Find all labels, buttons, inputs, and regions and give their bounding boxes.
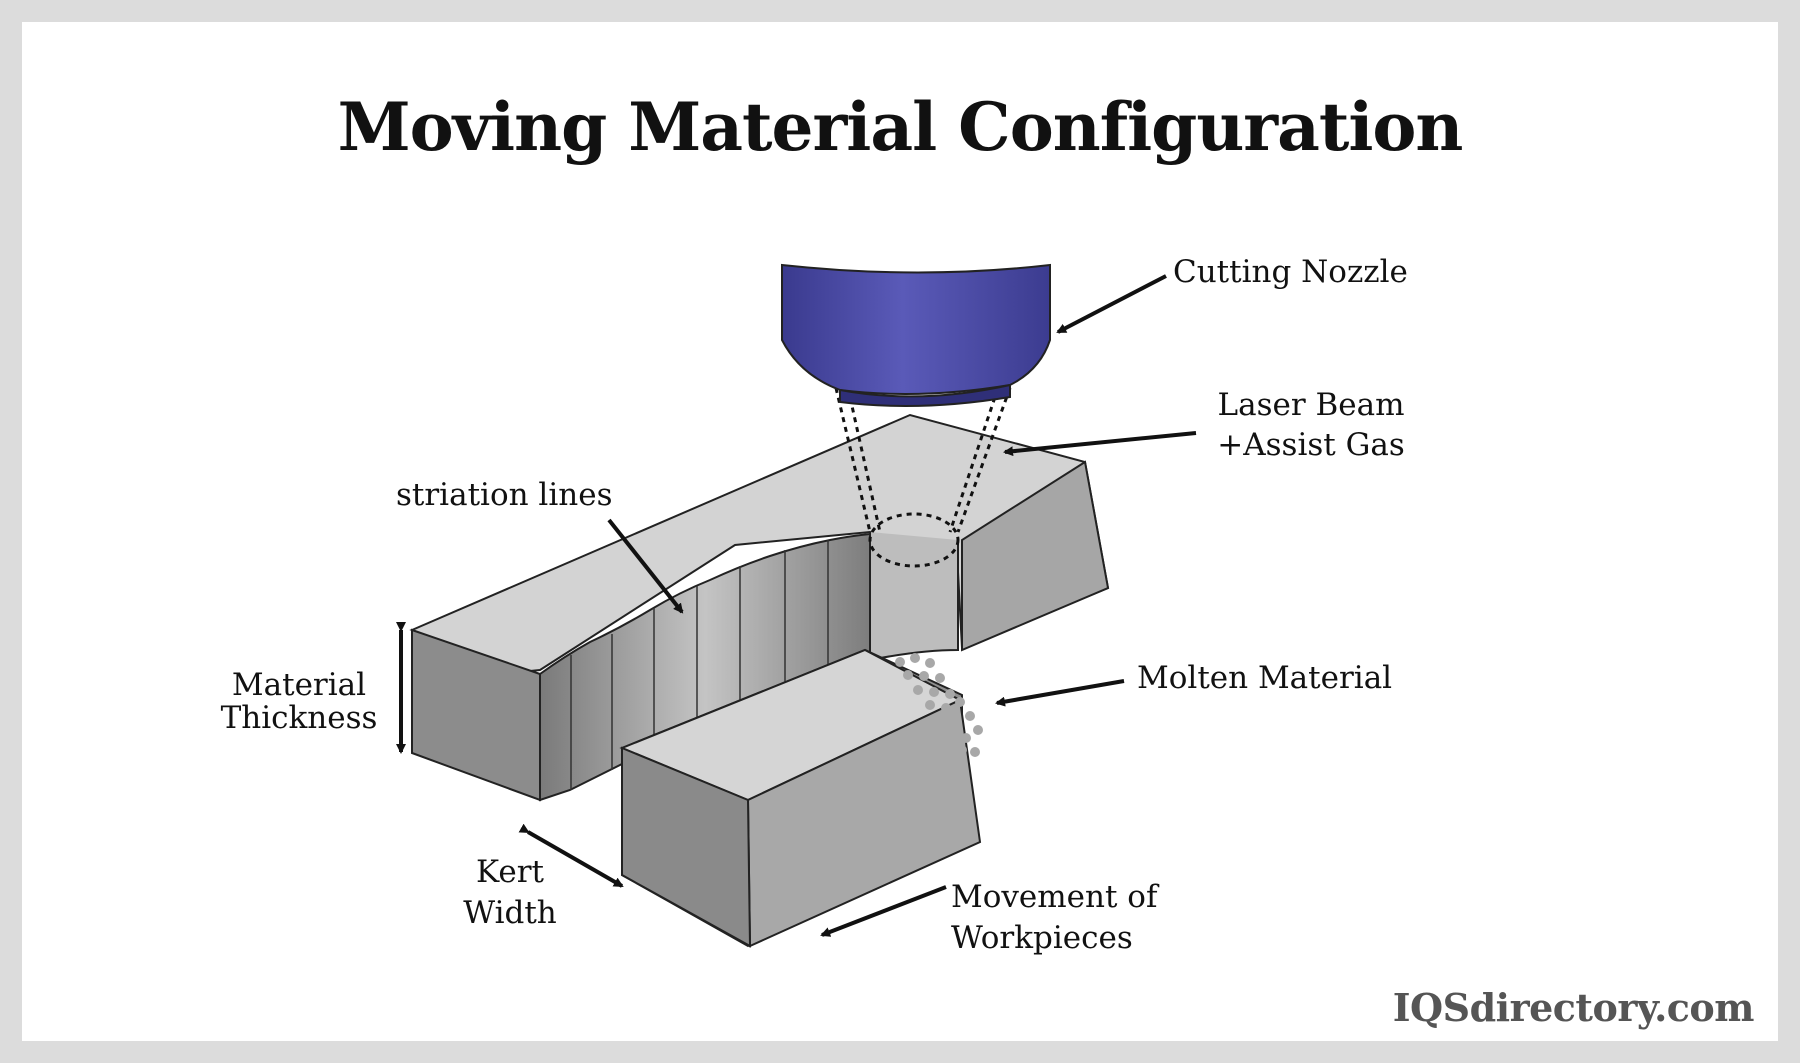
label-cutting-nozzle: Cutting Nozzle xyxy=(1173,254,1408,290)
diagram-title: Moving Material Configuration xyxy=(337,88,1464,166)
arrow-striation-lines xyxy=(607,518,684,614)
striation-lines xyxy=(570,540,829,790)
arrow-cutting-nozzle xyxy=(1056,274,1167,334)
laser-beam-lines xyxy=(834,387,1012,533)
arrow-movement xyxy=(820,885,947,937)
label-movement-line2: Workpieces xyxy=(951,920,1133,956)
label-movement-line1: Movement of xyxy=(951,879,1158,915)
label-kerf-width-line1: Kert xyxy=(476,854,544,890)
arrow-molten-material xyxy=(995,679,1125,707)
label-material-thickness-line1: Material xyxy=(231,667,367,703)
arrow-laser-beam xyxy=(1003,431,1197,457)
brand-logo-text: IQSdirectory.com xyxy=(1392,985,1755,1030)
label-molten-material: Molten Material xyxy=(1137,660,1393,696)
label-laser-beam-line1: Laser Beam xyxy=(1217,387,1405,423)
upper-workpiece xyxy=(409,413,1110,802)
label-laser-beam-line2: +Assist Gas xyxy=(1217,427,1405,463)
molten-material-particles xyxy=(895,653,983,757)
label-kerf-width-line2: Width xyxy=(463,895,557,931)
lower-workpiece xyxy=(619,648,982,948)
annotation-arrows xyxy=(396,274,1197,937)
label-striation-lines: striation lines xyxy=(396,477,613,513)
label-material-thickness-line2: Thickness xyxy=(220,700,378,736)
arrow-kerf-width xyxy=(518,823,624,888)
cutting-nozzle xyxy=(781,263,1051,407)
